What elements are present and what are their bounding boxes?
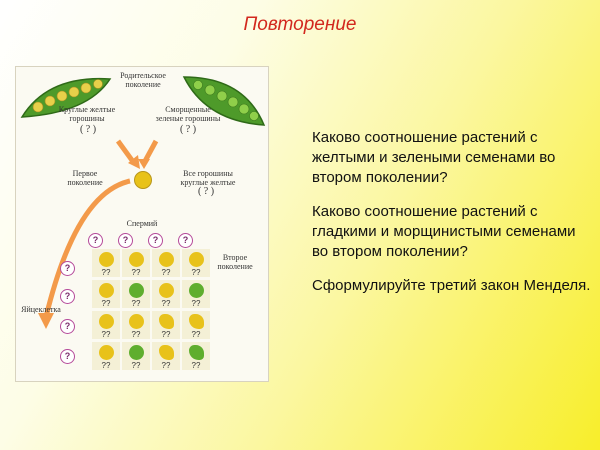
second-gen-label: Второе поколение [217,253,253,271]
f1-pea [134,171,152,189]
cross-arrows [38,139,159,329]
sperm-gamete-4: ? [178,233,193,248]
egg-label: Яйцеклетка [21,305,61,314]
punnett-cell: ?? [182,249,210,277]
punnett-cell: ?? [92,280,120,308]
punnett-cell: ?? [92,342,120,370]
punnett-cell: ?? [92,311,120,339]
parent-right-label: Сморщенные зеленые горошины [155,105,221,123]
questions-block: Каково соотношение растений с желтыми и … [312,128,592,310]
sperm-gamete-1: ? [88,233,103,248]
punnett-cell: ?? [182,280,210,308]
yellow-pea-pod-image [20,77,112,118]
punnett-grid: ?? ?? ?? ?? ?? ?? ?? ?? ?? ?? ?? ?? ?? ?… [92,249,212,371]
sperm-gamete-2: ? [118,233,133,248]
egg-gamete-3: ? [60,319,75,334]
punnett-cell: ?? [122,342,150,370]
punnett-cell: ?? [152,249,180,277]
sperm-gamete-3: ? [148,233,163,248]
first-gen-label: Первое поколение [67,169,103,187]
punnett-cell: ?? [92,249,120,277]
egg-gamete-2: ? [60,289,75,304]
punnett-cell: ?? [152,280,180,308]
mendel-cross-figure: Родительское поколение Круглые желтые го… [15,66,269,382]
question-3: Сформулируйте третий закон Менделя. [312,277,591,294]
sperm-label: Спермий [126,219,158,228]
green-pea-pod-image [182,76,266,126]
parents-label: Родительское поколение [120,71,166,89]
punnett-cell: ?? [152,342,180,370]
parent-left-label: Круглые желтые горошины [58,105,116,123]
parent-left-unknown: ( ? ) [79,124,97,135]
punnett-cell: ?? [122,249,150,277]
question-1: Каково соотношение растений с желтыми и … [312,129,556,186]
first-gen-unknown: ( ? ) [197,186,215,197]
first-gen-peas-label: Все горошины круглые желтые [180,169,236,187]
punnett-cell: ?? [182,311,210,339]
punnett-cell: ?? [182,342,210,370]
punnett-cell: ?? [152,311,180,339]
egg-gamete-1: ? [60,261,75,276]
slide-title: Повторение [243,14,357,35]
punnett-cell: ?? [122,311,150,339]
egg-gamete-4: ? [60,349,75,364]
punnett-cell: ?? [122,280,150,308]
parent-right-unknown: ( ? ) [179,124,197,135]
question-2: Каково соотношение растений с гладкими и… [312,203,576,260]
